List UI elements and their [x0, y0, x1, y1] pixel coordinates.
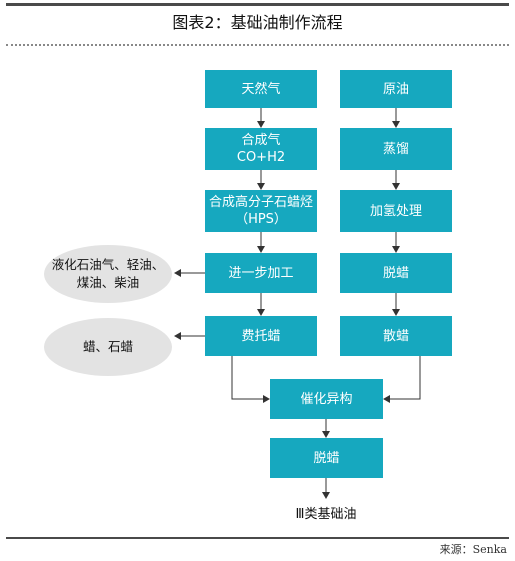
syngas-box: 合成气 CO+H2 [205, 128, 317, 170]
natural-gas-label: 天然气 [241, 81, 281, 97]
distillation-box: 蒸馏 [340, 128, 452, 170]
final-product-label: Ⅲ类基础油 [295, 507, 357, 522]
liquid-fuels-ellipse: 液化石油气、轻油、 煤油、柴油 [44, 245, 172, 303]
natural-gas-box: 天然气 [205, 70, 317, 108]
distillation-label: 蒸馏 [382, 141, 409, 157]
figure-title: 图表2：基础油制作流程 [172, 13, 343, 32]
hydrotreating-label: 加氢处理 [369, 203, 422, 219]
syngas-formula: CO+H2 [236, 150, 286, 165]
dewaxing-final-label: 脱蜡 [313, 450, 340, 466]
fischer-tropsch-wax-label: 费托蜡 [241, 328, 281, 344]
crude-oil-box: 原油 [340, 70, 452, 108]
hps-abbrev: （HPS） [235, 212, 287, 227]
loose-wax-label: 散蜡 [382, 328, 409, 344]
waxes-ellipse: 蜡、石蜡 [44, 318, 172, 376]
dewaxing-box-final: 脱蜡 [270, 438, 383, 478]
bottom-rule [6, 537, 509, 539]
arrow-loosewax-to-isomerization [383, 356, 421, 403]
top-rule [6, 3, 509, 6]
hps-label: 合成高分子石蜡烃 [208, 195, 313, 210]
further-processing-box: 进一步加工 [205, 253, 317, 293]
loose-wax-box: 散蜡 [340, 316, 452, 356]
hydrotreating-box: 加氢处理 [340, 190, 452, 232]
isomerization-box: 催化异构 [270, 379, 383, 419]
source-note: 来源：Senka [439, 543, 507, 556]
liquid-fuels-line2: 煤油、柴油 [76, 275, 140, 290]
dewaxing-box-right: 脱蜡 [340, 253, 452, 293]
crude-oil-label: 原油 [382, 81, 409, 97]
title-divider [6, 44, 509, 46]
dewaxing-right-label: 脱蜡 [382, 265, 409, 281]
liquid-fuels-line1: 液化石油气、轻油、 [51, 257, 165, 272]
syngas-label: 合成气 [241, 133, 281, 148]
further-processing-label: 进一步加工 [228, 265, 294, 281]
isomerization-label: 催化异构 [300, 391, 353, 407]
hps-box: 合成高分子石蜡烃 （HPS） [205, 190, 317, 232]
arrow-ftwax-to-isomerization [231, 356, 270, 403]
waxes-label: 蜡、石蜡 [82, 339, 133, 354]
fischer-tropsch-wax-box: 费托蜡 [205, 316, 317, 356]
